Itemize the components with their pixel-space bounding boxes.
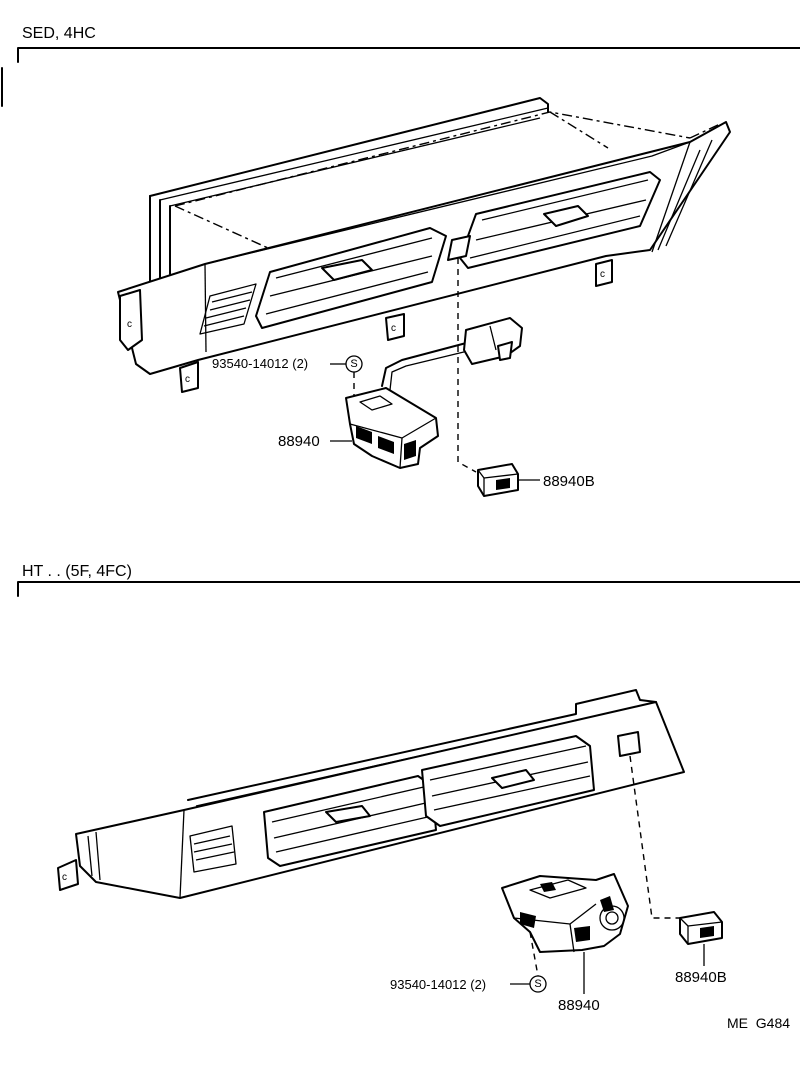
svg-text:S: S	[350, 358, 357, 370]
section-header: SED, 4HC	[22, 25, 96, 42]
svg-text:c: c	[600, 269, 605, 280]
upper-labels: 93540-14012 (2) S 88940 88940B	[212, 355, 595, 490]
cover-88940b-lower	[679, 911, 723, 945]
section-ht-5f-4fc: HT . . (5F, 4FC)	[17, 563, 800, 1014]
register-bezel: c c c c	[117, 121, 731, 393]
cover-88940b-upper	[477, 463, 519, 497]
cover-guide-line	[457, 258, 477, 473]
section-sed-4hc: SED, 4HC	[1, 25, 800, 497]
lower-labels: S 93540-14012 (2) 88940 88940B	[390, 931, 727, 1014]
switch-part-label: 88940	[278, 433, 320, 450]
cover-part-label: 88940B	[675, 969, 727, 986]
figure-code: ME G484	[727, 1015, 790, 1031]
switch-wire-harness	[381, 317, 523, 391]
register-panel-ht: c	[57, 689, 685, 899]
svg-text:S: S	[534, 978, 541, 990]
switch-88940-upper	[345, 387, 439, 469]
screw-part-label: 93540-14012 (2)	[212, 356, 308, 371]
section-frame-line	[17, 581, 800, 597]
svg-text:c: c	[391, 323, 396, 334]
cover-part-label: 88940B	[543, 473, 595, 490]
svg-text:c: c	[185, 374, 190, 385]
switch-88940-lower	[501, 873, 629, 953]
svg-text:c: c	[62, 872, 67, 883]
switch-part-label: 88940	[558, 997, 600, 1014]
section-header: HT . . (5F, 4FC)	[22, 563, 132, 580]
section-frame-line	[17, 47, 800, 63]
svg-text:c: c	[127, 319, 132, 330]
screw-part-label: 93540-14012 (2)	[390, 977, 486, 992]
